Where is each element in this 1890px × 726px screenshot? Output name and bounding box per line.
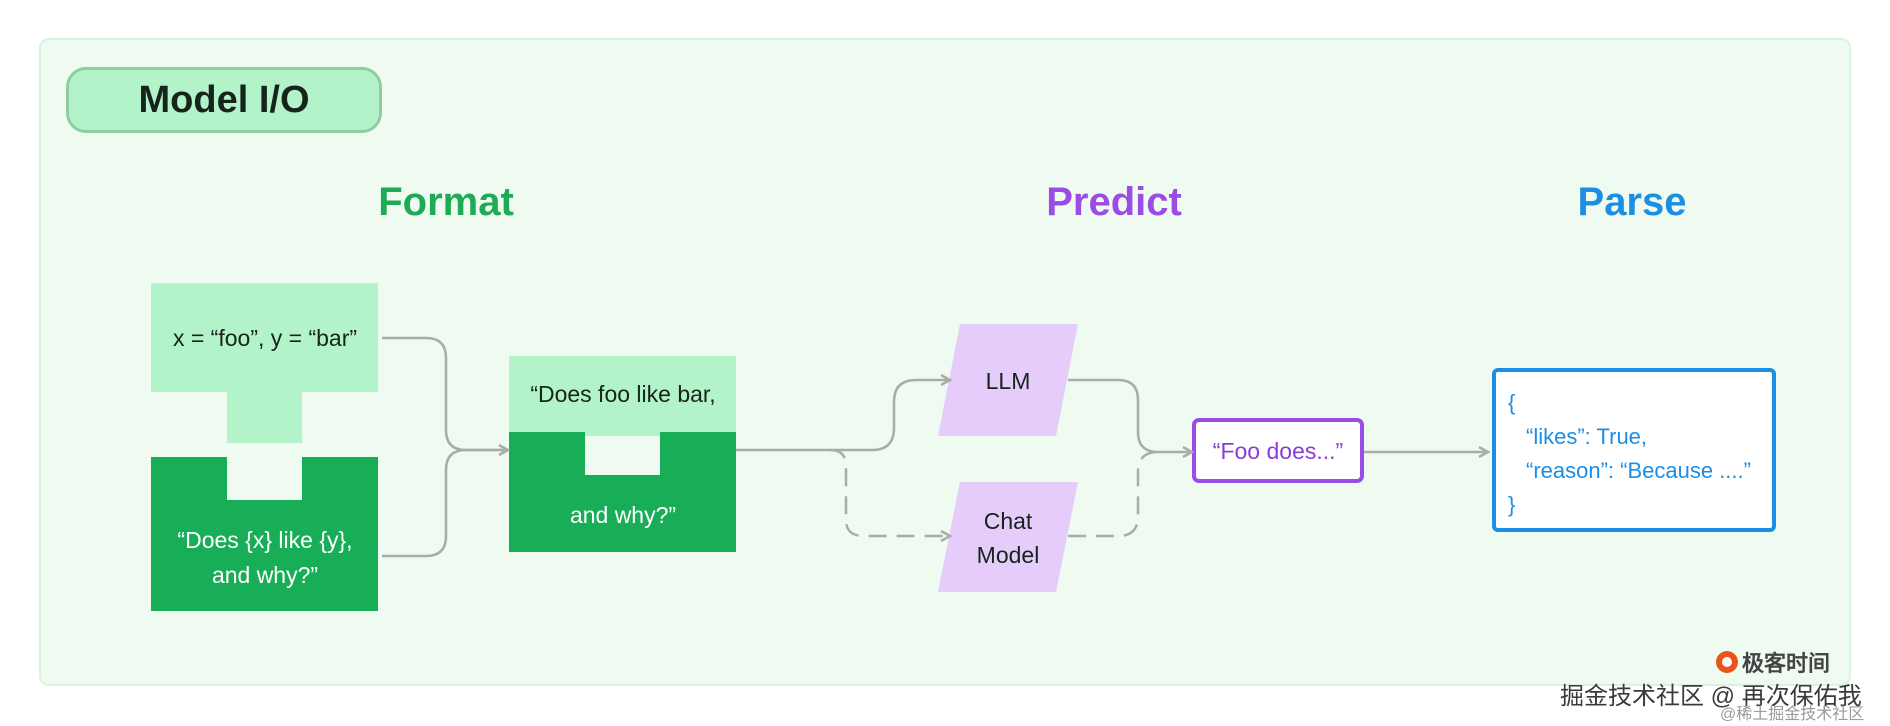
parsed-output-box: { “likes”: True, “reason”: “Because ....… — [1492, 368, 1776, 532]
prompt-top-block — [509, 356, 736, 436]
prompt-label-line1: “Does foo like bar, — [530, 381, 716, 407]
brand-logo-icon — [1716, 651, 1738, 673]
arrow-variables-to-prompt — [382, 336, 508, 450]
chat-model-shape — [938, 482, 1078, 592]
variables-block — [151, 283, 378, 443]
chat-model-label-line2: Model — [976, 542, 1040, 568]
model-io-title: Model I/O — [66, 67, 382, 133]
llm-shape — [938, 324, 1078, 436]
arrow-prompt-to-llm — [736, 380, 950, 452]
juejin-small-watermark: @稀土掘金技术社区 — [1720, 706, 1865, 723]
predict-heading: Predict — [1046, 180, 1182, 224]
format-heading: Format — [378, 180, 514, 224]
juejin-watermark: 掘金技术社区 @ 再次保佑我 — [1560, 683, 1862, 710]
parsed-reason-line: “reason”: “Because ....” — [1526, 458, 1751, 483]
parse-heading: Parse — [1577, 180, 1687, 224]
parsed-close-brace: } — [1508, 492, 1516, 517]
output-label: “Foo does...” — [1212, 438, 1344, 464]
template-label-line1: “Does {x} like {y}, — [177, 527, 353, 553]
template-label-line2: and why?” — [211, 562, 319, 588]
prompt-bottom-block — [509, 432, 736, 552]
arrow-chat-to-output — [1068, 450, 1159, 538]
arrow-prompt-to-chat — [829, 448, 950, 536]
parsed-open-brace: { — [1508, 390, 1516, 415]
prompt-label-line2: and why?” — [569, 502, 677, 528]
parsed-likes-line: “likes”: True, — [1526, 424, 1648, 449]
brand-watermark: 极客时间 — [1716, 646, 1830, 678]
brand-watermark-text: 极客时间 — [1742, 651, 1831, 676]
output-box — [1192, 418, 1364, 483]
template-block — [151, 457, 378, 611]
variables-label: x = “foo”, y = “bar” — [172, 325, 358, 351]
arrow-template-to-prompt — [382, 448, 508, 558]
arrow-llm-to-output — [1068, 378, 1192, 452]
chat-model-label-line1: Chat — [983, 508, 1033, 534]
llm-label: LLM — [985, 368, 1031, 394]
